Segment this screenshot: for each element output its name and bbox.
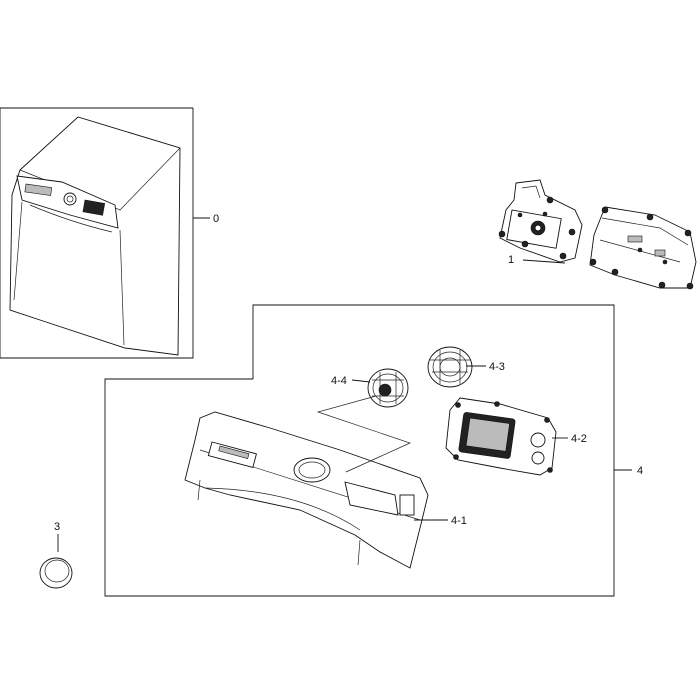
control-panel-frame-part — [184, 411, 429, 569]
group-0-frame — [0, 107, 194, 359]
callout-4-4: 4-4 — [331, 375, 371, 387]
callout-label-3: 3 — [54, 521, 60, 533]
callout-3: 3 — [54, 521, 60, 552]
callout-4-3: 4-3 — [466, 361, 505, 373]
callout-label-4-1: 4-1 — [451, 515, 467, 527]
callout-label-4-4: 4-4 — [331, 375, 347, 387]
callout-4-1: 4-1 — [414, 515, 467, 527]
pcb-board-part — [589, 206, 697, 290]
callout-label-4-2: 4-2 — [571, 433, 587, 445]
callout-label-4: 4 — [637, 465, 643, 477]
pcb-housing-part — [498, 179, 583, 263]
callout-4-2: 4-2 — [552, 433, 587, 445]
group-4-frame — [104, 304, 615, 597]
knob-ring-part — [427, 346, 473, 388]
callout-4: 4 — [614, 465, 643, 477]
washer-cabinet-part — [9, 116, 181, 356]
callout-1: 1 — [508, 254, 566, 266]
callout-0: 0 — [193, 213, 219, 225]
assembly-guide-lines — [316, 395, 411, 473]
knob-part — [367, 368, 409, 408]
display-pcb-part — [445, 397, 557, 476]
callout-label-4-3: 4-3 — [489, 361, 505, 373]
callout-label-1: 1 — [508, 254, 514, 266]
round-cap-part — [39, 557, 73, 589]
callout-label-0: 0 — [213, 213, 219, 225]
